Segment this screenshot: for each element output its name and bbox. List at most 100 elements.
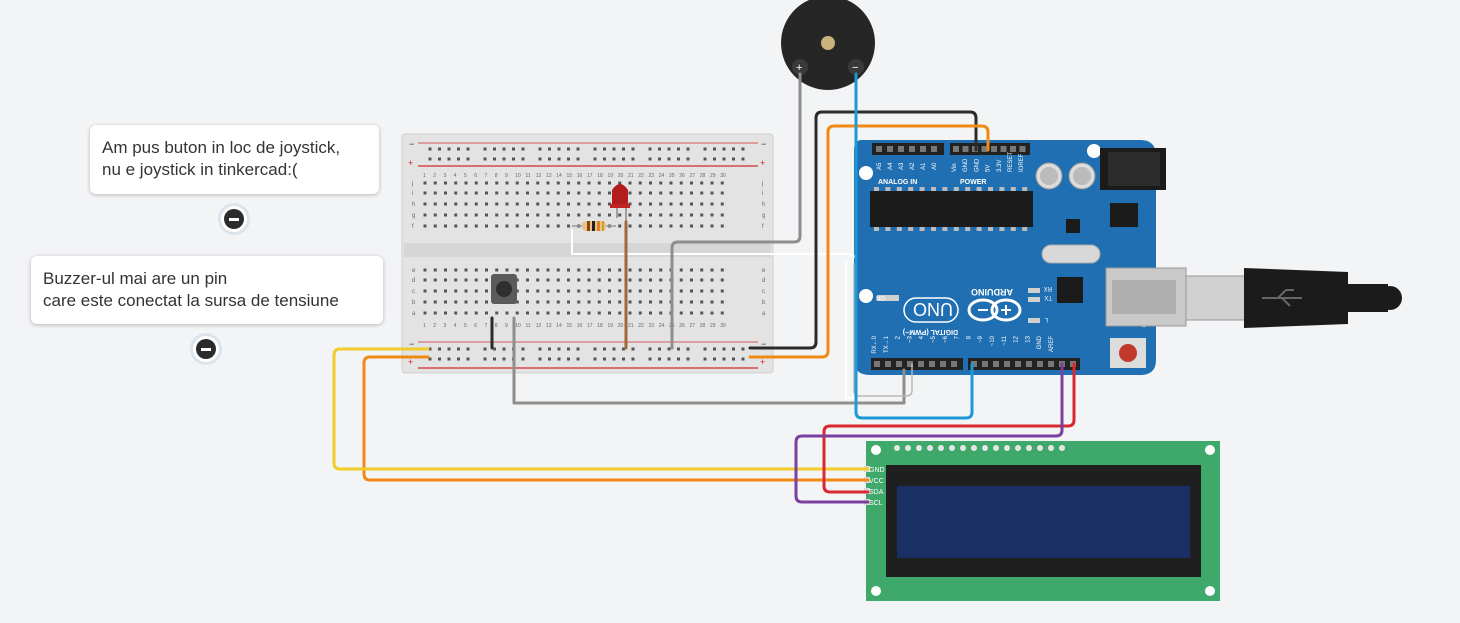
bb-hole[interactable] bbox=[597, 181, 601, 185]
bb-hole[interactable] bbox=[577, 181, 581, 185]
bb-hole[interactable] bbox=[546, 213, 550, 217]
bb-hole[interactable] bbox=[538, 147, 542, 151]
bb-hole[interactable] bbox=[423, 311, 427, 315]
bb-hole[interactable] bbox=[438, 347, 441, 351]
bb-hole[interactable] bbox=[710, 213, 714, 217]
bb-hole[interactable] bbox=[423, 278, 427, 282]
bb-hole[interactable] bbox=[438, 157, 441, 161]
bb-hole[interactable] bbox=[567, 278, 570, 282]
bb-hole[interactable] bbox=[474, 278, 478, 282]
bb-hole[interactable] bbox=[659, 289, 663, 293]
header-pin[interactable] bbox=[1037, 361, 1043, 367]
bb-hole[interactable] bbox=[428, 157, 432, 161]
bb-hole[interactable] bbox=[732, 347, 735, 351]
bb-hole[interactable] bbox=[700, 202, 704, 206]
bb-hole[interactable] bbox=[447, 347, 451, 351]
bb-hole[interactable] bbox=[444, 224, 447, 228]
bb-hole[interactable] bbox=[628, 224, 632, 228]
bb-hole[interactable] bbox=[567, 289, 570, 293]
bb-hole[interactable] bbox=[556, 311, 560, 315]
bb-hole[interactable] bbox=[502, 157, 506, 161]
bb-hole[interactable] bbox=[546, 181, 550, 185]
bb-hole[interactable] bbox=[710, 311, 714, 315]
bb-hole[interactable] bbox=[521, 147, 525, 151]
bb-hole[interactable] bbox=[618, 278, 622, 282]
bb-hole[interactable] bbox=[631, 157, 635, 161]
bb-hole[interactable] bbox=[556, 224, 560, 228]
bb-hole[interactable] bbox=[700, 191, 704, 195]
bb-hole[interactable] bbox=[454, 278, 458, 282]
bb-hole[interactable] bbox=[457, 357, 460, 361]
bb-hole[interactable] bbox=[686, 347, 690, 351]
bb-hole[interactable] bbox=[505, 224, 509, 228]
bb-hole[interactable] bbox=[700, 224, 704, 228]
bb-hole[interactable] bbox=[628, 278, 632, 282]
bb-hole[interactable] bbox=[618, 268, 622, 272]
bb-hole[interactable] bbox=[423, 213, 427, 217]
bb-hole[interactable] bbox=[648, 357, 652, 361]
bb-hole[interactable] bbox=[485, 278, 488, 282]
bb-hole[interactable] bbox=[741, 157, 745, 161]
bb-hole[interactable] bbox=[485, 213, 488, 217]
bb-hole[interactable] bbox=[612, 357, 616, 361]
bb-hole[interactable] bbox=[732, 357, 735, 361]
wire-purple-scl[interactable] bbox=[794, 362, 1064, 504]
bb-hole[interactable] bbox=[597, 289, 601, 293]
bb-hole[interactable] bbox=[546, 311, 550, 315]
bb-hole[interactable] bbox=[741, 147, 745, 151]
bb-hole[interactable] bbox=[603, 357, 606, 361]
bb-hole[interactable] bbox=[659, 268, 663, 272]
header-pin[interactable] bbox=[1026, 361, 1032, 367]
bb-hole[interactable] bbox=[505, 191, 509, 195]
bb-hole[interactable] bbox=[433, 202, 437, 206]
bb-hole[interactable] bbox=[548, 157, 551, 161]
header-pin[interactable] bbox=[885, 361, 891, 367]
bb-hole[interactable] bbox=[597, 191, 601, 195]
bb-hole[interactable] bbox=[464, 289, 468, 293]
bb-hole[interactable] bbox=[454, 224, 458, 228]
bb-hole[interactable] bbox=[679, 224, 683, 228]
bb-hole[interactable] bbox=[690, 191, 693, 195]
note-collapse-icon[interactable] bbox=[221, 206, 247, 232]
bb-hole[interactable] bbox=[444, 289, 447, 293]
bb-hole[interactable] bbox=[593, 357, 597, 361]
bb-hole[interactable] bbox=[515, 224, 519, 228]
bb-hole[interactable] bbox=[485, 224, 488, 228]
bb-hole[interactable] bbox=[433, 181, 437, 185]
bb-hole[interactable] bbox=[628, 213, 632, 217]
bb-hole[interactable] bbox=[618, 224, 622, 228]
bb-hole[interactable] bbox=[677, 347, 680, 351]
bb-hole[interactable] bbox=[700, 311, 704, 315]
bb-hole[interactable] bbox=[556, 191, 560, 195]
header-pin[interactable] bbox=[951, 361, 957, 367]
bb-hole[interactable] bbox=[628, 181, 632, 185]
bb-hole[interactable] bbox=[608, 278, 611, 282]
bb-hole[interactable] bbox=[466, 157, 470, 161]
bb-hole[interactable] bbox=[438, 357, 441, 361]
header-pin[interactable] bbox=[896, 361, 902, 367]
pushbutton[interactable] bbox=[491, 274, 517, 304]
bb-hole[interactable] bbox=[667, 357, 671, 361]
bb-hole[interactable] bbox=[502, 347, 506, 351]
bb-hole[interactable] bbox=[677, 157, 680, 161]
bb-hole[interactable] bbox=[474, 268, 478, 272]
bb-hole[interactable] bbox=[567, 357, 570, 361]
bb-hole[interactable] bbox=[690, 213, 693, 217]
bb-hole[interactable] bbox=[648, 147, 652, 151]
header-pin[interactable] bbox=[1015, 361, 1021, 367]
bb-hole[interactable] bbox=[713, 347, 716, 351]
bb-hole[interactable] bbox=[710, 181, 714, 185]
bb-hole[interactable] bbox=[495, 202, 499, 206]
bb-hole[interactable] bbox=[618, 289, 622, 293]
bb-hole[interactable] bbox=[557, 347, 561, 351]
bb-hole[interactable] bbox=[557, 157, 561, 161]
bb-hole[interactable] bbox=[444, 311, 447, 315]
bb-hole[interactable] bbox=[649, 300, 652, 304]
bb-hole[interactable] bbox=[612, 347, 616, 351]
bb-hole[interactable] bbox=[667, 147, 671, 151]
bb-hole[interactable] bbox=[577, 213, 581, 217]
bb-hole[interactable] bbox=[608, 213, 611, 217]
bb-hole[interactable] bbox=[505, 202, 509, 206]
bb-hole[interactable] bbox=[667, 157, 671, 161]
